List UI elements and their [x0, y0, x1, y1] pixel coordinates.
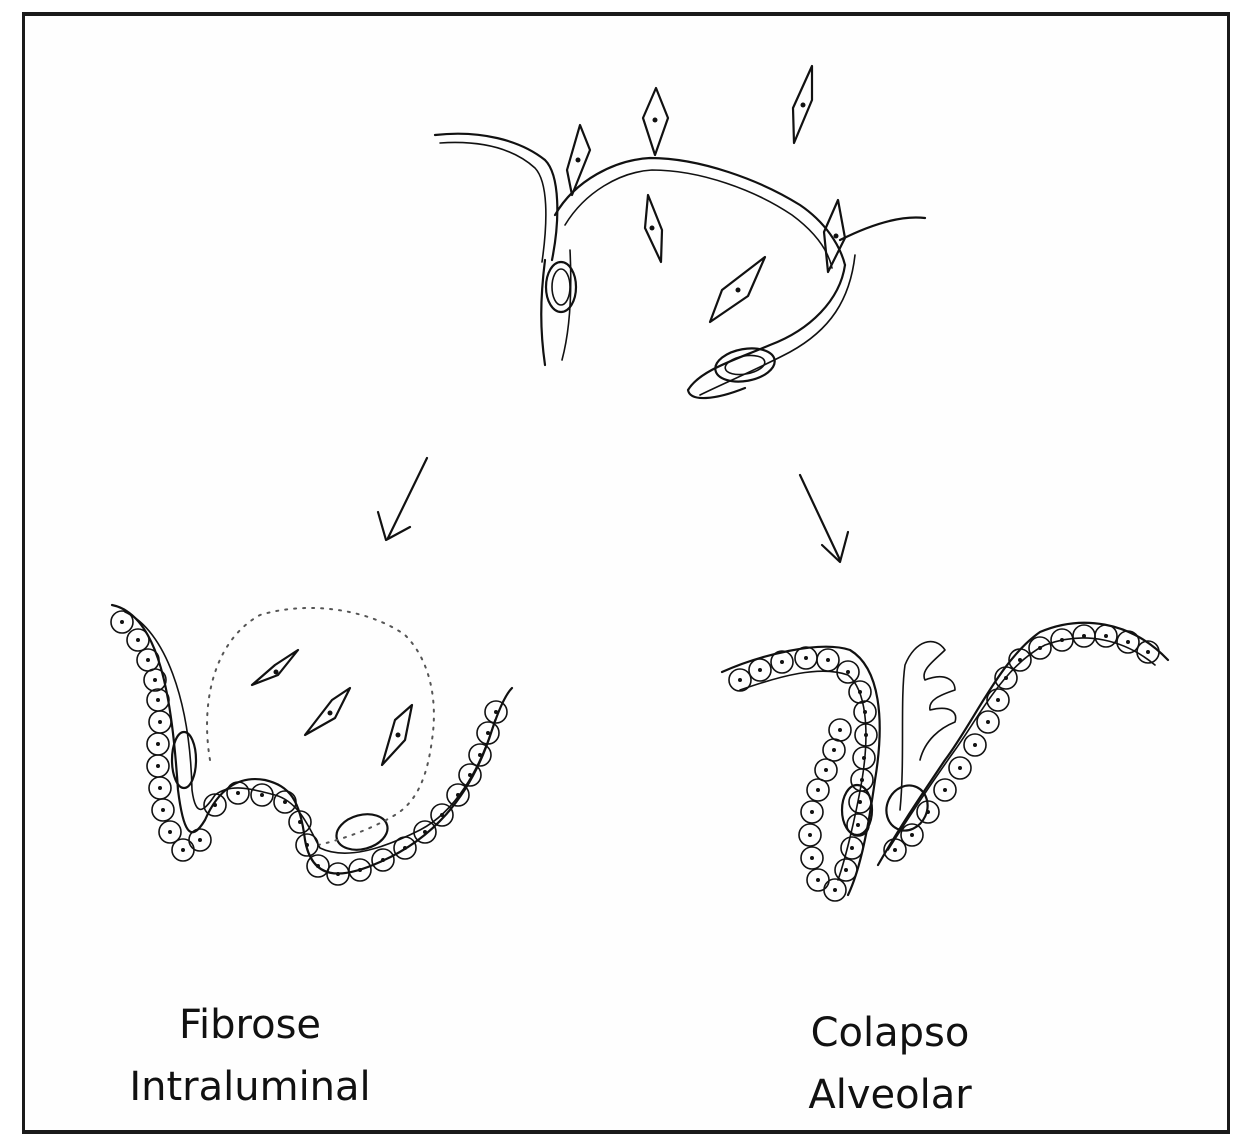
cell-nucleus [816, 878, 820, 882]
top-wall-arch [555, 158, 845, 265]
right-wall-right-inner [888, 638, 1155, 850]
cell-nucleus [864, 733, 868, 737]
cell-nucleus [146, 658, 150, 662]
cell-nucleus [1104, 634, 1108, 638]
top-damaged-alveolus [435, 66, 925, 398]
cell-nucleus [780, 660, 784, 664]
cell-nucleus [213, 803, 217, 807]
cell-nucleus [804, 656, 808, 660]
cell-nucleus [168, 830, 172, 834]
cell-nucleus [910, 833, 914, 837]
cell-nucleus [158, 786, 162, 790]
top-capillary-left-lumen [552, 269, 570, 305]
cell-nucleus [153, 678, 157, 682]
cell-nucleus [816, 788, 820, 792]
caption-left-line2: Intraluminal [80, 1056, 420, 1118]
cell-nucleus [856, 823, 860, 827]
cell-nucleus [996, 698, 1000, 702]
cell-nucleus [161, 808, 165, 812]
cell-nucleus [1004, 676, 1008, 680]
cell-nucleus [440, 813, 444, 817]
cell-nucleus [1038, 646, 1042, 650]
cell-nucleus [863, 710, 867, 714]
caption-fibrose-intraluminal: Fibrose Intraluminal [80, 994, 420, 1118]
intraluminal-fibrosis-diagram [111, 605, 512, 885]
cell-nucleus [486, 731, 490, 735]
left-epithelial-cells [111, 611, 507, 885]
cell-nucleus [926, 810, 930, 814]
cell-nucleus [738, 678, 742, 682]
cell-nucleus [973, 743, 977, 747]
plug-fibroblasts [252, 650, 412, 765]
top-capillary-right-lumen [724, 353, 767, 378]
cell-nucleus [456, 793, 460, 797]
cell-nucleus [316, 864, 320, 868]
caption-left-line1: Fibrose [80, 994, 420, 1056]
top-wall-right-lower [688, 265, 845, 398]
cell-nucleus [826, 658, 830, 662]
cell-nucleus [846, 670, 850, 674]
cell-nucleus [494, 710, 498, 714]
cell-nucleus [1060, 638, 1064, 642]
cell-nucleus [1126, 640, 1130, 644]
caption-colapso-alveolar: Colapso Alveolar [730, 1002, 1050, 1126]
top-stem-left [541, 260, 545, 365]
caption-right-line1: Colapso [730, 1002, 1050, 1064]
cell-nucleus [381, 858, 385, 862]
cell-nucleus [181, 848, 185, 852]
cell-nucleus [862, 756, 866, 760]
cell-nucleus [156, 764, 160, 768]
cell-nucleus [810, 856, 814, 860]
cell-nucleus [478, 753, 482, 757]
cell-nucleus [958, 766, 962, 770]
alveolar-collapse-diagram [722, 623, 1168, 901]
cell-nucleus [838, 728, 842, 732]
cell-nucleus [824, 768, 828, 772]
cell-nucleus [858, 800, 862, 804]
cell-nucleus [810, 810, 814, 814]
cell-nucleus [403, 846, 407, 850]
cell-nucleus [1018, 658, 1022, 662]
cell-nucleus [943, 788, 947, 792]
cell-nucleus [858, 690, 862, 694]
cell-nucleus [423, 830, 427, 834]
cell-nucleus [808, 833, 812, 837]
cell-nucleus [156, 698, 160, 702]
cell-nucleus [156, 742, 160, 746]
top-wall-left-upper [435, 134, 557, 260]
arrow-left [378, 458, 427, 540]
cell-nucleus [283, 800, 287, 804]
cell-nucleus [298, 820, 302, 824]
top-wall-left-inner [440, 142, 546, 262]
caption-right-line2: Alveolar [730, 1064, 1050, 1126]
cell-nucleus [158, 720, 162, 724]
cell-nucleus [305, 843, 309, 847]
cell-nucleus [136, 638, 140, 642]
cell-nucleus [833, 888, 837, 892]
cell-nucleus [236, 791, 240, 795]
cell-nucleus [758, 668, 762, 672]
top-wall-right-tail [840, 217, 925, 240]
cell-nucleus [832, 748, 836, 752]
cell-nucleus [120, 620, 124, 624]
cell-nucleus [468, 773, 472, 777]
cell-nucleus [198, 838, 202, 842]
top-wall-arch-inner [565, 170, 832, 268]
cell-nucleus [336, 872, 340, 876]
cell-nucleus [850, 846, 854, 850]
cell-nucleus [893, 848, 897, 852]
cell-nucleus [1082, 634, 1086, 638]
cell-nucleus [260, 793, 264, 797]
arrow-right [800, 475, 848, 562]
cell-nucleus [1146, 650, 1150, 654]
cell-nucleus [986, 720, 990, 724]
right-wall-left-inner [740, 671, 866, 880]
top-wall-right-inner [700, 255, 855, 395]
cell-nucleus [844, 868, 848, 872]
top-fibroblasts [567, 66, 845, 322]
cell-nucleus [860, 778, 864, 782]
cell-nucleus [358, 868, 362, 872]
